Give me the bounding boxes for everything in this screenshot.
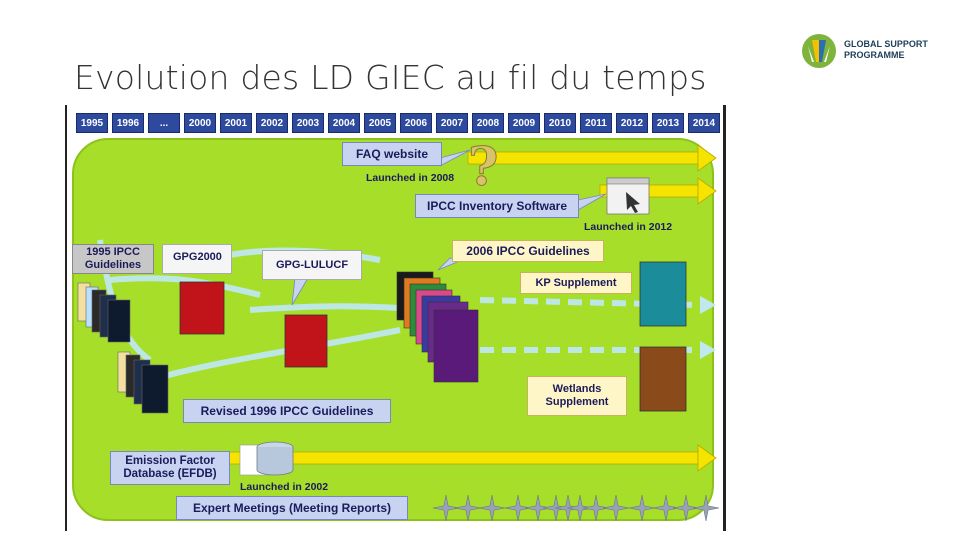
kp-supplement-label: KP Supplement [520, 272, 632, 294]
gpglulucf-pointer [291, 277, 309, 306]
expert-meeting-star-icon [602, 494, 630, 522]
svg-text:?: ? [468, 137, 498, 198]
kp-supplement-book [639, 261, 687, 327]
flow-arrowheads [700, 296, 716, 359]
year-2010: 2010 [544, 113, 576, 133]
faq-pointer [439, 149, 471, 167]
year-2011: 2011 [580, 113, 612, 133]
database-icon [239, 441, 294, 476]
efdb-arrow [227, 444, 717, 472]
expert-meeting-star-icon [478, 494, 506, 522]
year-2002: 2002 [256, 113, 288, 133]
gpg2000-book [179, 281, 225, 335]
year-2001: 2001 [220, 113, 252, 133]
gsp-logo-icon [802, 34, 836, 68]
expert-meeting-star-icon [692, 494, 720, 522]
wetlands-supplement-label: Wetlands Supplement [527, 376, 627, 416]
page-title: Evolution des LD GIEC au fil du temps [74, 58, 707, 97]
year-2003: 2003 [292, 113, 324, 133]
books-1995 [77, 282, 131, 343]
year-1996: 1996 [112, 113, 144, 133]
expert-meeting-star-icon [504, 494, 532, 522]
books-2006 [396, 271, 479, 383]
efdb-launch-note: Launched in 2002 [240, 481, 329, 493]
logo-line2: PROGRAMME [844, 50, 905, 60]
year-2006: 2006 [400, 113, 432, 133]
faq-website-label: FAQ website [342, 142, 442, 166]
gpg-lulucf-book [284, 314, 328, 368]
faq-arrow [467, 144, 717, 172]
expert-meeting-star-icon [582, 494, 610, 522]
gpglulucf-label: GPG-LULUCF [262, 250, 362, 280]
year-2009: 2009 [508, 113, 540, 133]
year-2013: 2013 [652, 113, 684, 133]
logo-line1: GLOBAL SUPPORT [844, 39, 928, 49]
question-mark-icon: ? [468, 137, 499, 199]
expert-meeting-star-icon [628, 494, 656, 522]
gl2006-label: 2006 IPCC Guidelines [452, 240, 604, 262]
expert-meeting-star-icon [672, 494, 700, 522]
wetlands-supplement-book [639, 346, 687, 412]
expert-meeting-star-icon [566, 494, 594, 522]
year-1995: 1995 [76, 113, 108, 133]
expert-meeting-stars [432, 494, 720, 522]
gpg2000-label: GPG2000 [162, 244, 232, 274]
efdb-label: Emission Factor Database (EFDB) [110, 451, 230, 485]
software-window-icon [606, 177, 650, 215]
gl1995-label: 1995 IPCC Guidelines [72, 244, 154, 274]
year-2005: 2005 [364, 113, 396, 133]
expert-meeting-star-icon [524, 494, 552, 522]
year-2007: 2007 [436, 113, 468, 133]
faq-launch-note: Launched in 2008 [366, 172, 455, 184]
revised1996-label: Revised 1996 IPCC Guidelines [183, 399, 391, 423]
year-2004: 2004 [328, 113, 360, 133]
software-launch-note: Launched in 2012 [584, 221, 673, 233]
expert-meeting-star-icon [432, 494, 460, 522]
year-2008: 2008 [472, 113, 504, 133]
figure-frame-right [723, 105, 726, 531]
year-ellipsis: ... [148, 113, 180, 133]
software-label: IPCC Inventory Software [415, 194, 579, 218]
global-support-programme-logo: GLOBAL SUPPORT PROGRAMME [800, 32, 950, 70]
expert-meeting-star-icon [652, 494, 680, 522]
year-2000: 2000 [184, 113, 216, 133]
year-2014: 2014 [688, 113, 720, 133]
books-revised-1996 [117, 351, 169, 414]
expert-meetings-label: Expert Meetings (Meeting Reports) [176, 496, 408, 520]
expert-meeting-star-icon [454, 494, 482, 522]
figure-frame-left [65, 105, 67, 531]
year-2012: 2012 [616, 113, 648, 133]
software-pointer [577, 193, 607, 211]
